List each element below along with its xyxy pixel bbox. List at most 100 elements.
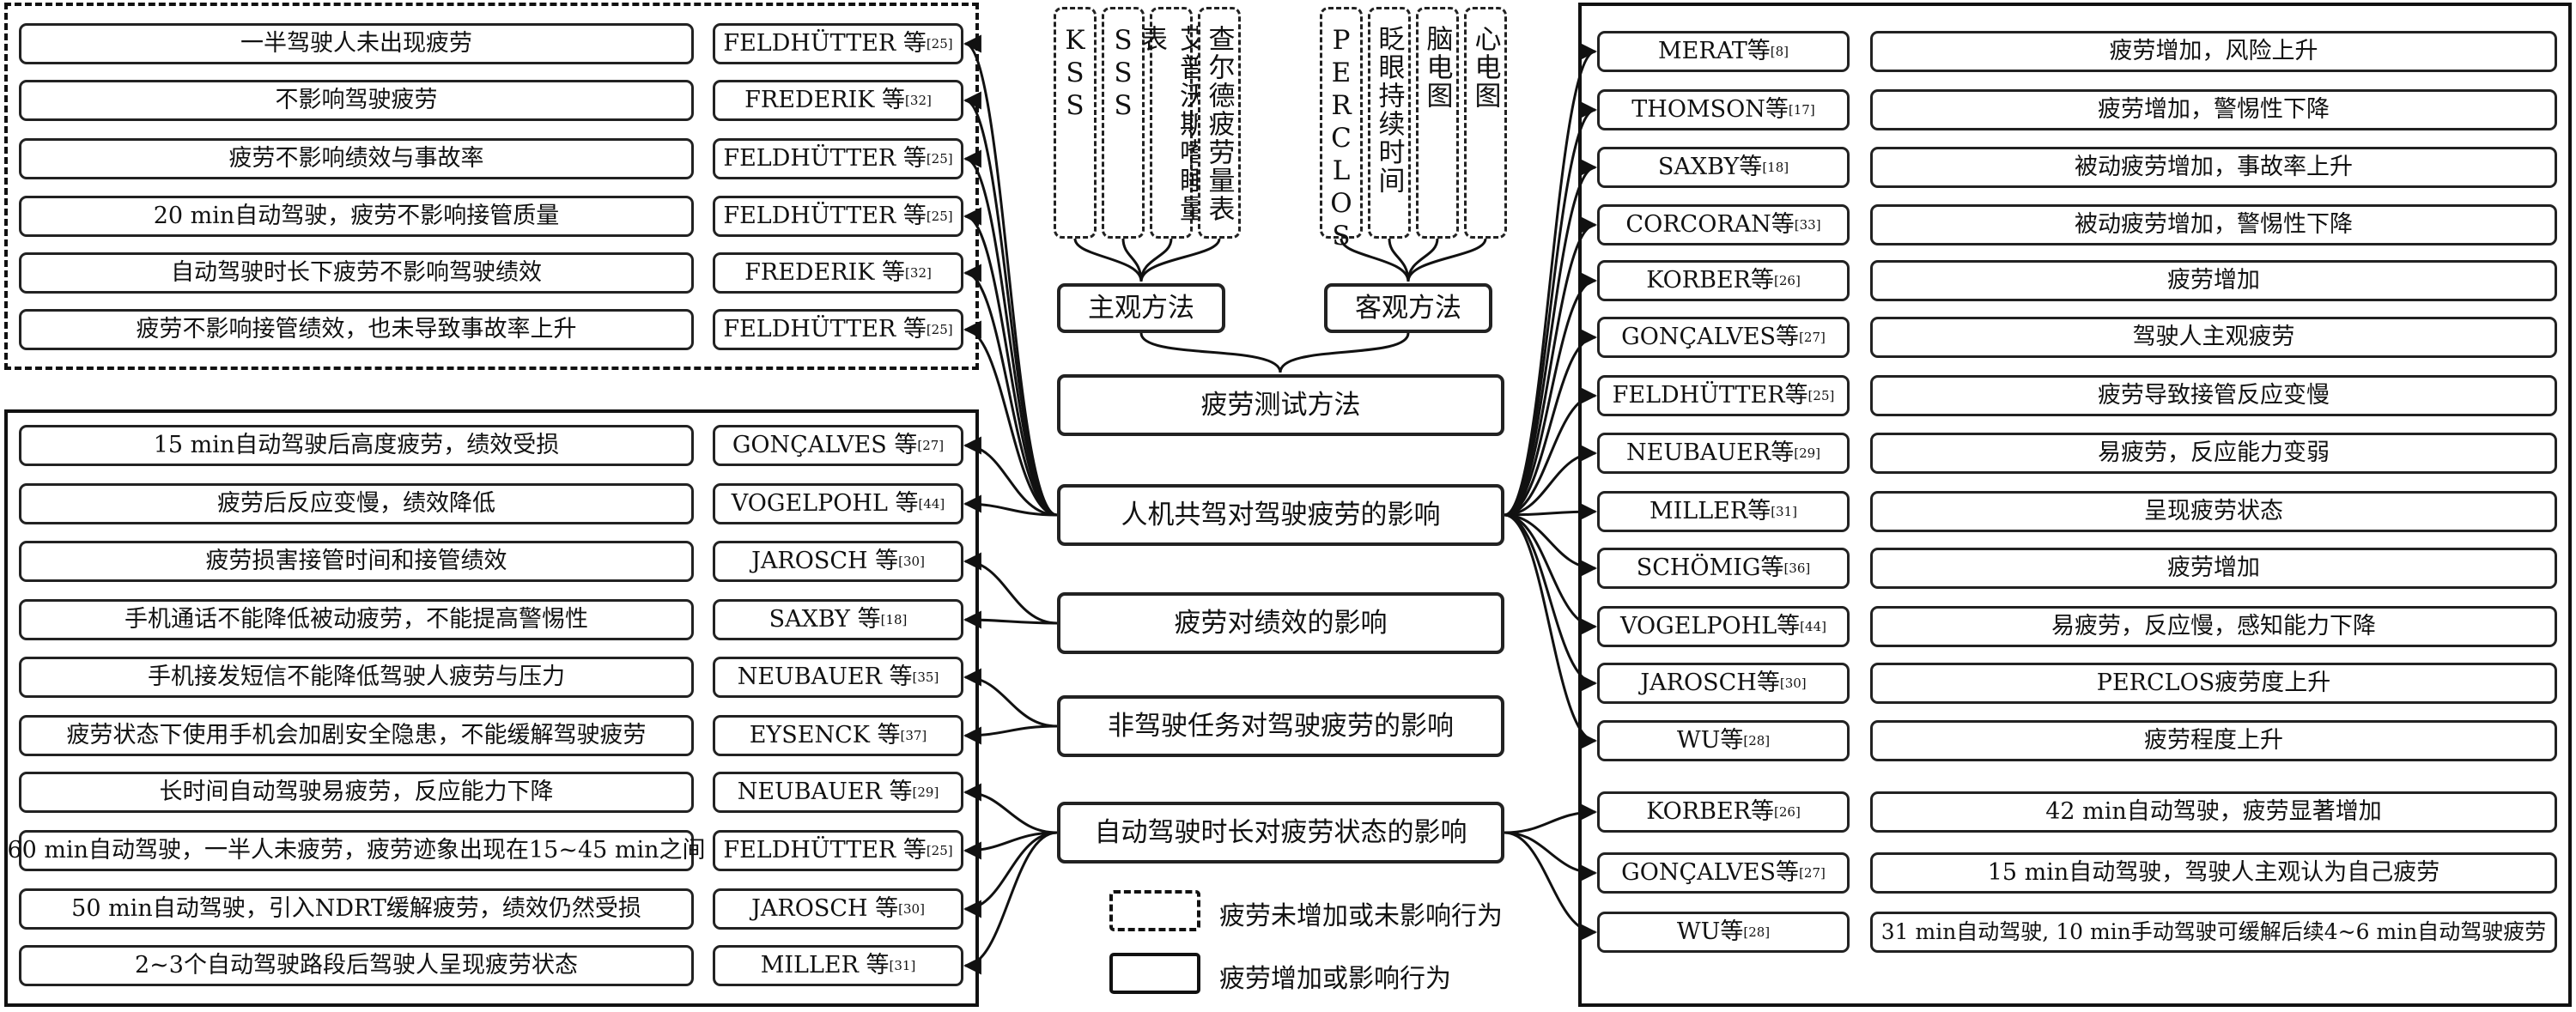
author-name: VOGELPOHL等 (1620, 613, 1801, 640)
finding-box: 疲劳增加 (1870, 548, 2557, 589)
left-arrow (963, 494, 1058, 517)
finding-box: 15 min自动驾驶后高度疲劳，绩效受损 (19, 425, 694, 466)
objective-indicator: PERCLOS (1320, 7, 1363, 253)
author-name: KORBER等 (1646, 267, 1774, 294)
left-arrow (963, 552, 1058, 625)
author-name: CORCORAN等 (1625, 211, 1795, 239)
author-name: MILLER 等 (760, 952, 890, 979)
author-name: THOMSON等 (1631, 96, 1789, 124)
author-box: WU等[28] (1597, 720, 1850, 761)
finding-box: 疲劳后反应变慢，绩效降低 (19, 483, 694, 524)
method-connector (1406, 238, 1439, 282)
author-name: VOGELPOHL 等 (731, 490, 919, 518)
finding-box: 疲劳增加 (1870, 260, 2557, 301)
left-arrow (963, 668, 1058, 728)
objective-method-node: 客观方法 (1324, 283, 1492, 333)
finding-box: 疲劳导致接管反应变慢 (1870, 375, 2557, 416)
author-name: GONÇALVES 等 (732, 432, 918, 459)
author-name: MERAT等 (1658, 38, 1771, 65)
nondriving-task-effect-node: 非驾驶任务对驾驶疲劳的影响 (1057, 695, 1504, 757)
author-name: FELDHÜTTER 等 (723, 203, 927, 230)
author-name: FELDHÜTTER等 (1612, 382, 1808, 409)
author-box: VOGELPOHL 等[44] (713, 483, 963, 524)
author-name: MILLER等 (1649, 498, 1771, 525)
author-box: GONÇALVES 等[27] (713, 425, 963, 466)
left-arrow (963, 831, 1058, 918)
finding-box: 被动疲劳增加，事故率上升 (1870, 147, 2557, 188)
finding-box: 疲劳不影响绩效与事故率 (19, 138, 694, 179)
method-connector (1388, 238, 1410, 282)
finding-box: 疲劳状态下使用手机会加剧安全隐患，不能缓解驾驶疲劳 (19, 715, 694, 756)
fatigue-on-performance-node: 疲劳对绩效的影响 (1057, 592, 1504, 654)
author-name: SAXBY 等 (769, 606, 881, 633)
author-box: KORBER等[26] (1597, 791, 1850, 833)
author-box: FELDHÜTTER 等[25] (713, 23, 963, 64)
author-name: NEUBAUER等 (1625, 439, 1795, 467)
left-arrow (963, 610, 1058, 629)
author-name: WU等 (1676, 918, 1744, 946)
author-box: FREDERIK 等[32] (713, 80, 963, 121)
finding-box: 长时间自动驾驶易疲劳，反应能力下降 (19, 772, 694, 813)
finding-box: 疲劳不影响接管绩效，也未导致事故率上升 (19, 309, 694, 350)
finding-box: 驾驶人主观疲劳 (1870, 317, 2557, 358)
finding-box: 被动疲劳增加，警惕性下降 (1870, 204, 2557, 245)
author-name: KORBER等 (1646, 798, 1774, 826)
author-box: FREDERIK 等[32] (713, 252, 963, 294)
finding-box: 呈现疲劳状态 (1870, 491, 2557, 532)
method-connector (1073, 238, 1143, 282)
author-name: WU等 (1676, 727, 1744, 754)
author-box: CORCORAN等[33] (1597, 204, 1850, 245)
automation-duration-effect-node: 自动驾驶时长对疲劳状态的影响 (1057, 802, 1504, 864)
author-name: NEUBAUER 等 (737, 664, 913, 691)
author-box: KORBER等[26] (1597, 260, 1850, 301)
author-box: NEUBAUER等[29] (1597, 433, 1850, 474)
author-name: FREDERIK 等 (744, 87, 906, 114)
author-name: FELDHÜTTER 等 (723, 30, 927, 58)
method-connector (1279, 332, 1410, 373)
human-machine-effect-node: 人机共驾对驾驶疲劳的影响 (1057, 484, 1504, 546)
unaffected-region-frame (4, 3, 979, 370)
author-box: JAROSCH 等[30] (713, 888, 963, 930)
author-name: NEUBAUER 等 (737, 779, 913, 806)
author-box: WU等[28] (1597, 912, 1850, 953)
author-box: FELDHÜTTER等[25] (1597, 375, 1850, 416)
objective-indicator: 眨眼持续时间 (1368, 7, 1411, 239)
author-name: JAROSCH 等 (751, 548, 899, 575)
method-connector (1139, 332, 1282, 373)
legend-dashed-swatch (1109, 890, 1200, 931)
left-arrow (963, 783, 1058, 834)
author-box: SAXBY等[18] (1597, 147, 1850, 188)
author-box: GONÇALVES等[27] (1597, 852, 1850, 894)
author-box: NEUBAUER 等[35] (713, 657, 963, 698)
objective-indicator: 心电图 (1464, 7, 1507, 239)
finding-box: 15 min自动驾驶，驾驶人主观认为自己疲劳 (1870, 852, 2557, 894)
subjective-indicator: 查尔德疲劳量表 (1198, 7, 1241, 239)
left-arrow (963, 320, 1058, 517)
left-arrow (963, 207, 1058, 517)
left-arrow (963, 34, 1058, 517)
author-box: SAXBY 等[18] (713, 599, 963, 640)
author-name: FELDHÜTTER 等 (723, 145, 927, 173)
author-box: VOGELPOHL等[44] (1597, 606, 1850, 647)
author-box: FELDHÜTTER 等[25] (713, 196, 963, 237)
author-box: JAROSCH等[30] (1597, 663, 1850, 704)
author-name: FELDHÜTTER 等 (723, 316, 927, 343)
left-arrow (963, 831, 1058, 975)
author-box: MILLER等[31] (1597, 491, 1850, 532)
left-arrow (963, 264, 1058, 517)
author-name: GONÇALVES等 (1621, 324, 1800, 351)
finding-box: 2~3个自动驾驶路段后驾驶人呈现疲劳状态 (19, 945, 694, 986)
finding-box: 60 min自动驾驶，一半人未疲劳，疲劳迹象出现在15~45 min之间 (7, 830, 706, 871)
author-box: FELDHÜTTER 等[25] (713, 309, 963, 350)
objective-indicator: 脑电图 (1416, 7, 1459, 239)
affected-right-region-frame (1578, 3, 2572, 1007)
author-box: SCHÖMIG等[36] (1597, 548, 1850, 589)
finding-box: 20 min自动驾驶，疲劳不影响接管质量 (19, 196, 694, 237)
subjective-indicator: KSS (1054, 7, 1097, 239)
author-name: JAROSCH 等 (751, 895, 899, 923)
author-box: NEUBAUER 等[29] (713, 772, 963, 813)
method-connector (1139, 238, 1221, 282)
method-connector (1406, 238, 1487, 282)
author-box: MERAT等[8] (1597, 31, 1850, 72)
fatigue-test-method-node: 疲劳测试方法 (1057, 374, 1504, 436)
